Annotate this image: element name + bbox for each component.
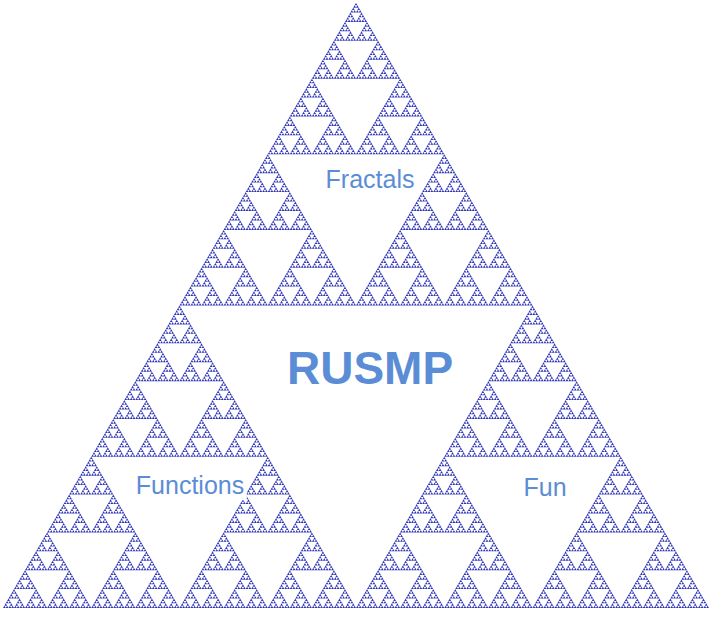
- fractals-label: Fractals: [323, 166, 418, 194]
- title-label: RUSMP: [284, 343, 456, 394]
- functions-label: Functions: [133, 472, 247, 500]
- fractal-triangles: [3, 3, 709, 608]
- fun-label: Fun: [520, 474, 569, 502]
